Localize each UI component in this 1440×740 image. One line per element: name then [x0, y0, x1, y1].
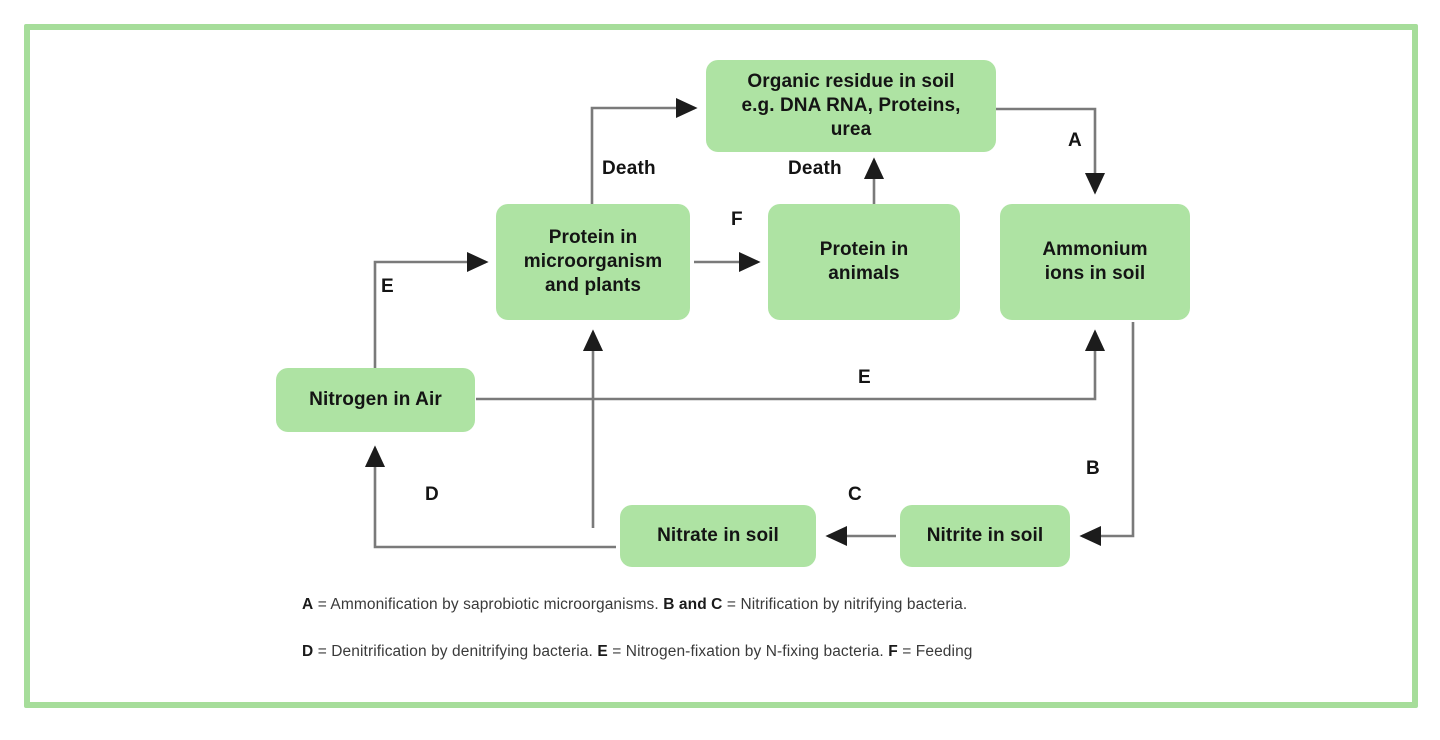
- node-nitrate-in-soil-label: Nitrate in soil: [657, 524, 779, 546]
- edge-label-e-mid: E: [858, 367, 871, 388]
- node-nitrate-in-soil[interactable]: Nitrate in soil: [620, 505, 816, 567]
- legend-text-bc: = Nitrification by nitrifying bacteria.: [722, 596, 968, 613]
- legend-text-f: = Feeding: [897, 643, 973, 660]
- legend-key-bc: B and C: [663, 596, 723, 613]
- node-protein-in-animals[interactable]: Protein in animals: [768, 204, 960, 320]
- edge-label-d: D: [425, 484, 439, 505]
- legend-text-d: = Denitrification by denitrifying bacter…: [313, 643, 598, 660]
- node-nitrite-in-soil-label: Nitrite in soil: [926, 524, 1044, 546]
- edge-label-c: C: [848, 484, 862, 505]
- legend-key-f: F: [888, 643, 898, 660]
- node-organic-residue-label: Organic residue in soil e.g. DNA RNA, Pr…: [741, 70, 961, 141]
- edge-label-f: F: [731, 209, 743, 230]
- node-nitrite-in-soil[interactable]: Nitrite in soil: [900, 505, 1070, 567]
- node-protein-in-animals-label: Protein in animals: [819, 238, 909, 284]
- edge-label-e-left: E: [381, 276, 394, 297]
- edge-label-b: B: [1086, 458, 1100, 479]
- edge-label-death-right: Death: [788, 158, 842, 179]
- legend-key-a: A: [302, 596, 314, 613]
- node-ammonium-ions-in-soil[interactable]: Ammonium ions in soil: [1000, 204, 1190, 320]
- legend-key-e: E: [597, 643, 608, 660]
- edge-label-a: A: [1068, 130, 1082, 151]
- legend-key-d: D: [302, 643, 314, 660]
- legend-line-2: D = Denitrification by denitrifying bact…: [302, 643, 973, 661]
- node-organic-residue[interactable]: Organic residue in soil e.g. DNA RNA, Pr…: [706, 60, 996, 152]
- edge-label-death-left: Death: [602, 158, 656, 179]
- legend-text-e: = Nitrogen-fixation by N-fixing bacteria…: [607, 643, 889, 660]
- node-protein-in-microorganism-and-plants-label: Protein in microorganism and plants: [523, 226, 663, 297]
- node-nitrogen-in-air-label: Nitrogen in Air: [309, 388, 442, 410]
- legend-line-1: A = Ammonification by saprobiotic microo…: [302, 596, 967, 614]
- node-ammonium-ions-in-soil-label: Ammonium ions in soil: [1042, 238, 1148, 284]
- node-protein-in-microorganism-and-plants[interactable]: Protein in microorganism and plants: [496, 204, 690, 320]
- legend-text-a: = Ammonification by saprobiotic microorg…: [313, 596, 664, 613]
- node-nitrogen-in-air[interactable]: Nitrogen in Air: [276, 368, 475, 432]
